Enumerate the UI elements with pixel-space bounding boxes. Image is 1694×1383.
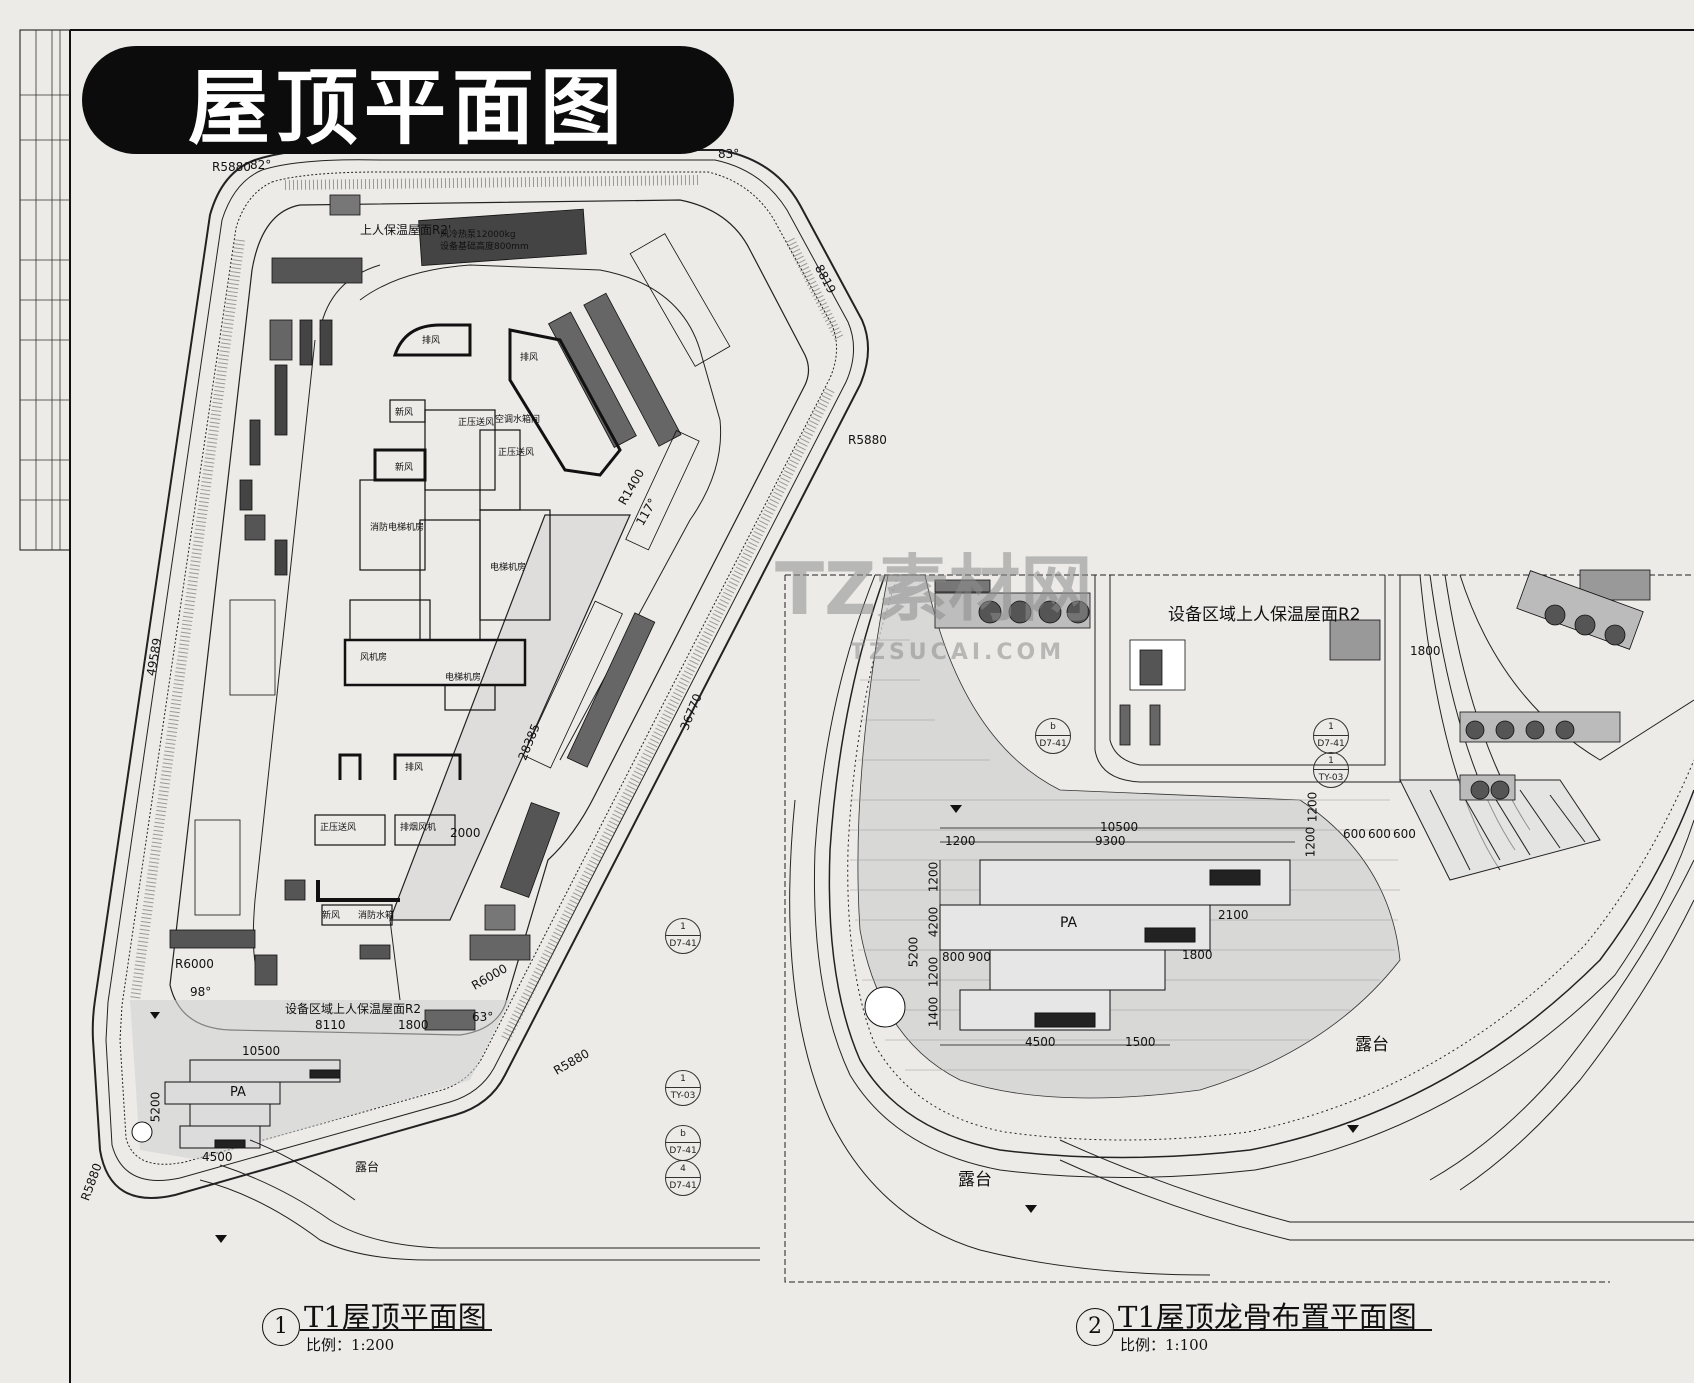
plan2-dim: 600 (1393, 827, 1416, 841)
room-label: 正压送风 (320, 823, 357, 833)
plan2-dim: 1800 (1182, 948, 1213, 962)
plan2-dim: 1400 (926, 996, 941, 1028)
plan1-radius-label: R5880 (848, 433, 887, 447)
plan1-access-road (199, 1139, 760, 1261)
room-label: 空调水箱间 (495, 415, 541, 425)
plan1-angle-label: 63° (472, 1010, 494, 1024)
room-label: 新风 (395, 463, 414, 473)
sheet-frame (19, 29, 1694, 1383)
room-label: 电梯机房 (445, 673, 482, 683)
watermark-url: TZSUCAI.COM (850, 640, 1066, 665)
plan2-dim: 600 (1343, 827, 1366, 841)
view-scale-1: 比例：1:200 (306, 1336, 395, 1354)
plan2-dim: 1200 (1305, 791, 1320, 823)
plan2-dim: 5200 (906, 936, 921, 968)
plan2-dim: 2100 (1218, 908, 1249, 922)
plan1-angle-label: 82° (250, 158, 272, 172)
plan2-dim: 600 (1368, 827, 1391, 841)
plan1-dim: 2000 (450, 826, 481, 840)
plan2-dim: 1800 (1410, 644, 1441, 658)
room-label: 正压送风 (458, 418, 495, 428)
plan1-core-building (314, 323, 622, 926)
plan1-inner-curve (252, 264, 722, 1001)
plan2-terrace-label: 露台 (1355, 1035, 1389, 1055)
view-scale-2: 比例：1:100 (1120, 1336, 1209, 1354)
room-label: 排风 (520, 353, 539, 363)
plan2-dim: 1200 (926, 861, 941, 893)
plan1-dim: 4500 (202, 1150, 233, 1164)
room-label: 正压送风 (498, 448, 535, 458)
view-number-2: 2 (1076, 1308, 1114, 1346)
title-block-strip (20, 30, 70, 550)
room-label: 排烟风机 (400, 823, 437, 833)
plan1-load-note-2: 设备基础高度800mm (440, 242, 529, 252)
plan1-pa-block (131, 1059, 341, 1149)
plan2-dim: 4200 (926, 906, 941, 938)
plan1-angle-label: 83° (718, 147, 740, 161)
plan1-terrace-label: 露台 (355, 1160, 380, 1174)
plan2-dim: 1200 (945, 834, 976, 848)
plan1-dim: 5200 (148, 1091, 163, 1123)
plan2-dim: 10500 (1100, 820, 1139, 834)
plan1-roof-lower-label: 设备区域上人保温屋面R2 (285, 1002, 421, 1016)
plan1-dim: 1800 (398, 1018, 429, 1032)
room-label: 排风 (405, 763, 424, 773)
plan1-radius-label: R6000 (175, 957, 214, 971)
plan1-radius-label: R5880 (212, 160, 251, 174)
plan2-dim: 1200 (1303, 826, 1318, 858)
room-label: 电梯机房 (490, 563, 527, 573)
plan2-terrace-label: 露台 (958, 1170, 992, 1190)
plan1-equipment (169, 194, 731, 1031)
plan2-roof-label: 设备区域上人保温屋面R2 (1168, 605, 1361, 625)
plan1-angle-label: 98° (190, 985, 212, 999)
page-title: 屋顶平面图 (82, 46, 734, 156)
view-number-1: 1 (262, 1308, 300, 1346)
room-label: 新风 (322, 911, 341, 921)
plan2-dim: 9300 (1095, 834, 1126, 848)
plan1-load-note-1: 风冷热泵12000kg (440, 230, 516, 240)
plan2-equipment (934, 569, 1651, 801)
plan2-dim: 900 (968, 950, 991, 964)
plan1-dim: 8110 (315, 1018, 346, 1032)
plan2-dim: 1200 (926, 956, 941, 988)
watermark-brand: TZ素材网 (775, 547, 1093, 631)
plan2-dim: 1500 (1125, 1035, 1156, 1049)
direction-markers (150, 805, 1359, 1243)
plan1-dim: 10500 (242, 1044, 281, 1058)
room-label: 消防水箱 (358, 911, 395, 921)
room-label: 排风 (422, 336, 441, 346)
room-label: 风机房 (360, 653, 388, 663)
plan2-roof-outline (789, 574, 1694, 1276)
room-label: 新风 (395, 408, 414, 418)
plan2-dim: 4500 (1025, 1035, 1056, 1049)
plan1-pa-label: PA (230, 1085, 246, 1100)
view-title-1: T1屋顶平面图 (304, 1300, 487, 1334)
room-label: 消防电梯机房 (370, 523, 425, 533)
plan2-pa-block (864, 859, 1291, 1031)
plan2-dimension-lines (939, 827, 1310, 1046)
plan1-roof-upper-label: 上人保温屋面R2' (360, 223, 452, 237)
plan2-pa-label: PA (1060, 915, 1078, 931)
plan2-dim: 800 (942, 950, 965, 964)
view-title-2: T1屋顶龙骨布置平面图 (1118, 1300, 1417, 1334)
